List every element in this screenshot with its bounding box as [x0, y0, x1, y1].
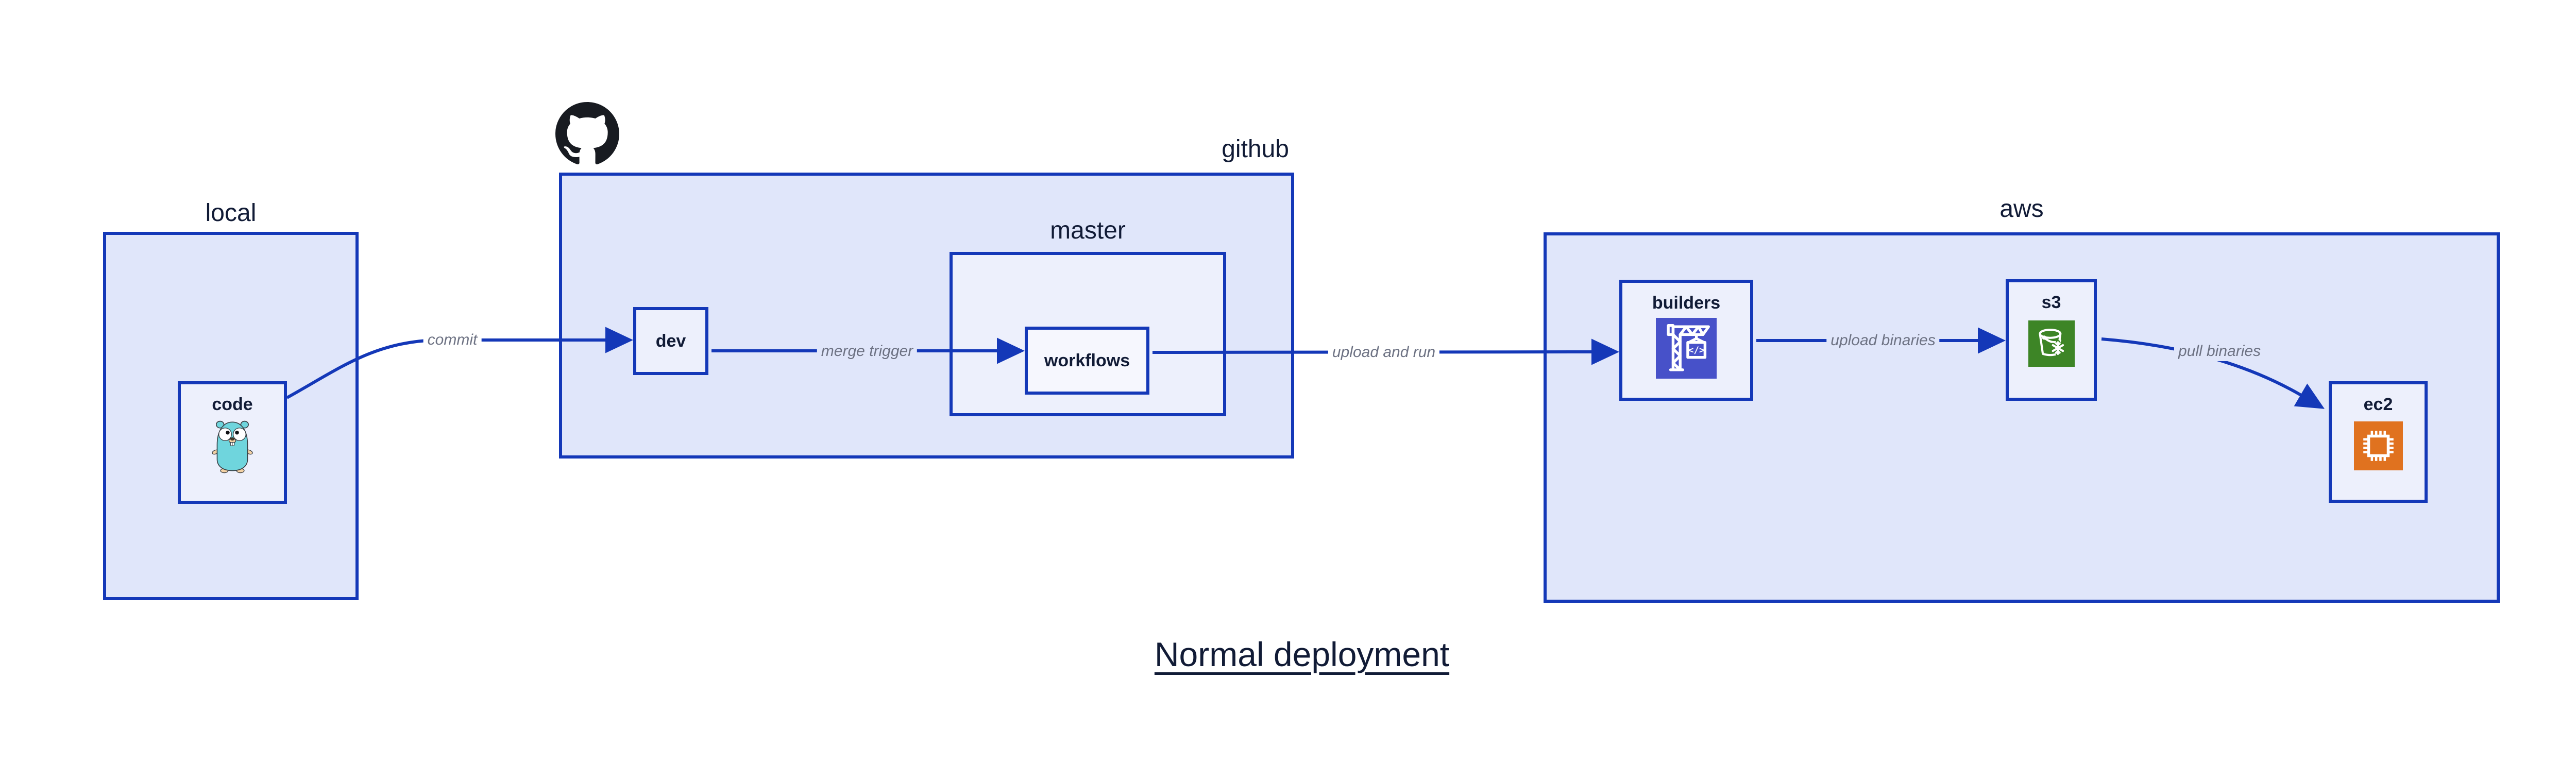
- aws-s3-glacier-bucket-icon: [2028, 320, 2075, 367]
- node-builders: builders </>: [1619, 280, 1753, 401]
- github-octocat-icon: [555, 102, 619, 164]
- node-label-workflows: workflows: [1044, 351, 1130, 370]
- group-label-aws: aws: [1999, 195, 2044, 223]
- edge-label-upload-binaries: upload binaries: [1826, 331, 1940, 350]
- page-title: Normal deployment: [1154, 635, 1450, 673]
- group-label-local: local: [205, 199, 257, 227]
- aws-ec2-chip-icon: [2353, 421, 2403, 470]
- node-workflows: workflows: [1025, 327, 1149, 395]
- node-code: code: [178, 381, 287, 504]
- aws-codebuild-crane-icon: </>: [1656, 318, 1717, 379]
- node-s3: s3: [2006, 279, 2097, 401]
- node-ec2: ec2: [2329, 381, 2428, 503]
- group-label-github: github: [1222, 135, 1289, 163]
- edge-label-merge-trigger: merge trigger: [817, 342, 918, 361]
- node-label-code: code: [212, 395, 253, 414]
- go-gopher-icon: [212, 420, 253, 473]
- node-label-s3: s3: [2041, 293, 2061, 312]
- edge-label-commit: commit: [423, 330, 482, 350]
- edge-label-pull-binaries: pull binaries: [2174, 342, 2265, 361]
- edge-label-upload-and-run: upload and run: [1328, 343, 1440, 362]
- node-label-builders: builders: [1652, 293, 1721, 313]
- group-label-master: master: [1050, 217, 1126, 244]
- node-label-dev: dev: [655, 331, 686, 351]
- node-dev: dev: [633, 307, 708, 375]
- svg-text:</>: </>: [1688, 345, 1705, 355]
- node-label-ec2: ec2: [2363, 395, 2393, 414]
